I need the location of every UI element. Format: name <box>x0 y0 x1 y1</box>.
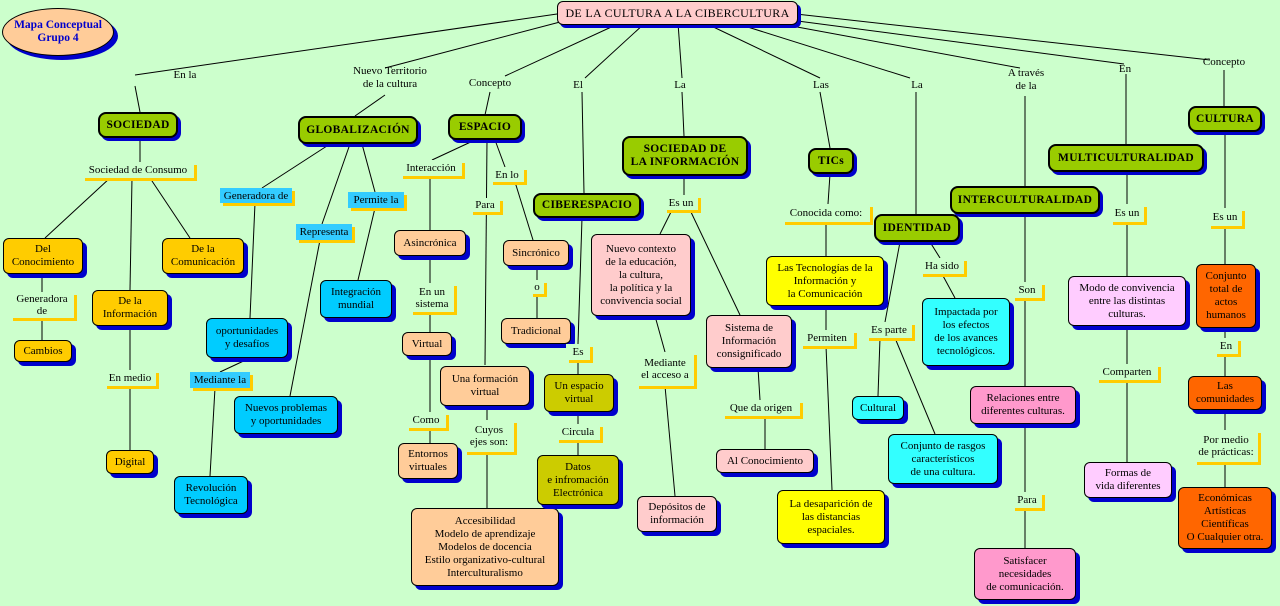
link-es-un-conjunto: Es un <box>1208 208 1242 226</box>
link-es-parte: Es parte <box>866 322 912 338</box>
link-en-medio: En medio <box>104 370 156 386</box>
concept-de-la-informacion: De la Información <box>92 290 168 326</box>
link-como: Como <box>406 412 446 428</box>
link-para: Para <box>470 198 500 212</box>
link-es: Es <box>566 344 590 360</box>
concept-nuevo-contexto: Nuevo contexto de la educación, la cultu… <box>591 234 691 316</box>
link-es-un-modo: Es un <box>1110 204 1144 222</box>
concept-relaciones-culturas: Relaciones entre diferentes culturas. <box>970 386 1076 424</box>
link-permite-la: Permite la <box>348 192 404 208</box>
keyword-sociedad: SOCIEDAD <box>98 112 178 138</box>
concept-formacion-virtual: Una formación virtual <box>440 366 530 406</box>
concept-ejes-lista: Accesibilidad Modelo de aprendizaje Mode… <box>411 508 559 586</box>
concept-tecnologias-informacion: Las Tecnologías de la Información y la C… <box>766 256 884 306</box>
link-en: En <box>1118 62 1132 75</box>
concept-cultural: Cultural <box>852 396 904 420</box>
link-son: Son <box>1012 282 1042 298</box>
concept-depositos-informacion: Depósitos de información <box>637 496 717 532</box>
link-mediante-la: Mediante la <box>190 372 250 388</box>
link-interaccion: Interacción <box>400 160 462 176</box>
concept-tradicional: Tradicional <box>501 318 571 344</box>
concept-las-comunidades: Las comunidades <box>1188 376 1262 410</box>
link-o: o <box>530 280 544 294</box>
concept-del-conocimiento: Del Conocimiento <box>3 238 83 274</box>
concept-sistema-informacion: Sistema de Información consignificado <box>706 315 792 368</box>
concept-impactada-avances: Impactada por los efectos de los avances… <box>922 298 1010 366</box>
link-es-un-nuevo-contexto: Es un <box>664 195 698 210</box>
keyword-globalizacion: GLOBALIZACIÓN <box>298 116 418 144</box>
concept-datos-electronica: Datos e infromación Electrónica <box>537 455 619 505</box>
link-por-medio-practicas: Por medio de prácticas: <box>1194 430 1258 462</box>
link-la-identidad: La <box>911 78 923 91</box>
link-las: Las <box>813 78 829 91</box>
link-generadora-de-oportunidades: Generadora de <box>220 188 292 203</box>
concept-satisfacer-necesidades: Satisfacer necesidades de comunicación. <box>974 548 1076 600</box>
link-sociedad-consumo: Sociedad de Consumo <box>82 162 194 178</box>
main-concept-title: DE LA CULTURA A LA CIBERCULTURA <box>557 1 798 25</box>
keyword-ciberespacio: CIBERESPACIO <box>533 193 641 218</box>
map-title-badge: Mapa Conceptual Grupo 4 <box>2 8 114 56</box>
concept-sincronico: Sincrónico <box>503 240 569 266</box>
link-que-da-origen: Que da origen <box>722 400 800 416</box>
link-en-la: En la <box>173 68 197 81</box>
concept-revolucion-tecnologica: Revolución Tecnológica <box>174 476 248 514</box>
keyword-cultura: CULTURA <box>1188 106 1262 132</box>
link-cuyos-ejes: Cuyos ejes son: <box>464 420 514 452</box>
keyword-multiculturalidad: MULTICULTURALIDAD <box>1048 144 1204 172</box>
link-la-sociedad-info: La <box>674 78 686 91</box>
link-el: El <box>573 78 583 91</box>
keyword-interculturalidad: INTERCULTURALIDAD <box>950 186 1100 214</box>
link-representa: Representa <box>296 224 352 240</box>
link-mediante-acceso: Mediante el acceso a <box>636 352 694 386</box>
keyword-identidad: IDENTIDAD <box>874 214 960 242</box>
link-en-un-sistema: En un sistema <box>410 283 454 312</box>
keyword-tics: TICs <box>808 148 854 174</box>
link-nuevo-territorio: Nuevo Territorio de la cultura <box>353 65 427 90</box>
link-circula: Circula <box>556 424 600 440</box>
link-concepto-cultura: Concepto <box>1202 55 1246 68</box>
concept-desaparicion-distancias: La desaparición de las distancias espaci… <box>777 490 885 544</box>
concept-entornos-virtuales: Entornos virtuales <box>398 443 458 479</box>
concept-practicas-lista: Económicas Artísticas Científicas O Cual… <box>1178 487 1272 549</box>
concept-conjunto-rasgos: Conjunto de rasgos característicos de un… <box>888 434 998 484</box>
keyword-sociedad-informacion: SOCIEDAD DE LA INFORMACIÓN <box>622 136 748 176</box>
concept-integracion-mundial: Integración mundial <box>320 280 392 318</box>
concept-nuevos-problemas: Nuevos problemas y oportunidades <box>234 396 338 434</box>
link-concepto-espacio: Concepto <box>468 76 512 89</box>
concept-digital: Digital <box>106 450 154 474</box>
link-ha-sido: Ha sido <box>920 258 964 274</box>
concept-cambios: Cambios <box>14 340 72 362</box>
concept-de-la-comunicacion: De la Comunicación <box>162 238 244 274</box>
link-en-lo: En lo <box>490 167 524 182</box>
concept-espacio-virtual: Un espacio virtual <box>544 374 614 412</box>
link-para-satisfacer: Para <box>1012 492 1042 508</box>
link-a-traves-de-la: A través de la <box>1007 67 1045 92</box>
link-en-comunidades: En <box>1214 338 1238 354</box>
link-conocida-como: Conocida como: <box>782 204 870 222</box>
concept-asincronica: Asincrónica <box>394 230 466 256</box>
concept-al-conocimiento: Al Conocimiento <box>716 449 814 473</box>
keyword-espacio: ESPACIO <box>448 114 522 140</box>
concept-virtual: Virtual <box>402 332 452 356</box>
link-permiten: Permiten <box>800 330 854 346</box>
concept-oportunidades-desafios: oportunidades y desafíos <box>206 318 288 358</box>
concept-conjunto-actos-humanos: Conjunto total de actos humanos <box>1196 264 1256 328</box>
concept-formas-vida: Formas de vida diferentes <box>1084 462 1172 498</box>
link-comparten: Comparten <box>1096 364 1158 380</box>
link-generadora-de: Generadora de <box>10 292 74 318</box>
concept-modo-convivencia: Modo de convivencia entre las distintas … <box>1068 276 1186 326</box>
